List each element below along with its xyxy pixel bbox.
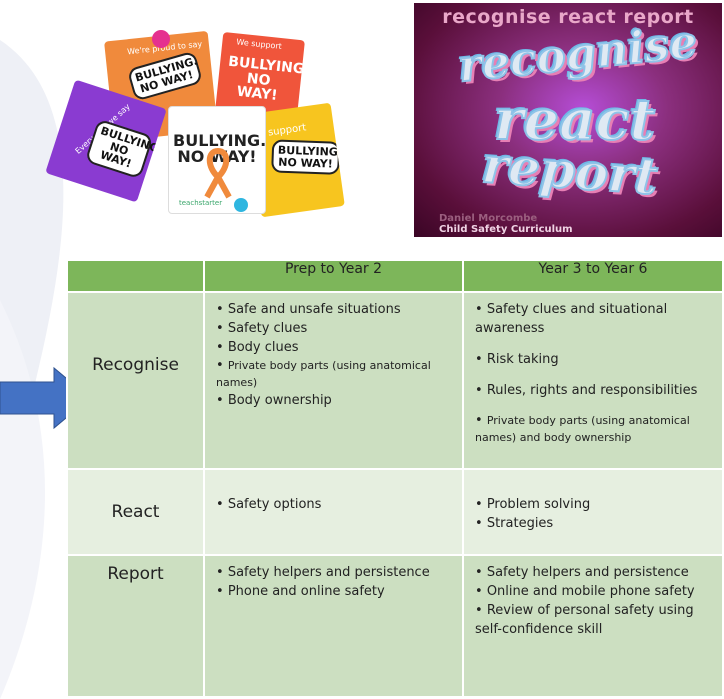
list-item: Risk taking — [475, 350, 715, 369]
rrr-author-block: Daniel Morcombe Child Safety Curriculum — [439, 213, 573, 235]
list-item: Private body parts (using anatomical nam… — [216, 357, 455, 391]
header-cell-empty — [66, 259, 205, 293]
row-label-text: Report — [107, 564, 164, 584]
header-cell-year3: Year 3 to Year 6 — [462, 259, 724, 293]
list-item: Safe and unsafe situations — [216, 300, 455, 319]
list-item: Safety options — [216, 495, 455, 514]
card-slogan: BULLYING. NO WAY! — [227, 53, 305, 105]
rrr-word-react: react — [493, 86, 656, 154]
list-item: Safety clues — [216, 319, 455, 338]
main-slogan: BULLYING. NO WAY! — [173, 131, 266, 166]
speech-bubble: BULLYING. NO WAY! — [126, 50, 204, 102]
speech-bubble: BULLYING. NO WAY! — [84, 118, 164, 179]
brand-logo: teachstarter — [179, 199, 223, 207]
table-cell-year3: Safety helpers and persistence Online an… — [462, 554, 724, 698]
ribbon-icon — [204, 147, 232, 199]
list-item: Problem solving — [475, 495, 715, 514]
row-label-text: React — [111, 502, 160, 522]
table-row-report: Report Safety helpers and persistence Ph… — [66, 554, 724, 698]
table-cell-prep: Safety helpers and persistence Phone and… — [203, 554, 464, 698]
row-label: Report — [66, 554, 205, 698]
list-item: Safety helpers and persistence — [216, 563, 455, 582]
list-item: Private body parts (using anatomical nam… — [475, 412, 715, 446]
header-cell-prep: Prep to Year 2 — [203, 259, 464, 293]
card-text: We support — [235, 37, 283, 52]
white-card: BULLYING. NO WAY! teachstarter — [168, 106, 266, 214]
list-item: Safety clues and situational awareness — [475, 300, 715, 338]
list-item: Body ownership — [216, 391, 455, 410]
bullying-no-way-image: We're proud to say BULLYING. NO WAY! We … — [45, 30, 345, 218]
table-header-row: Prep to Year 2 Year 3 to Year 6 — [66, 259, 724, 293]
rrr-header: recognise react report — [442, 6, 694, 28]
table-cell-prep: Safety options — [203, 468, 464, 556]
list-item: Online and mobile phone safety — [475, 582, 715, 601]
rrr-word-report: report — [479, 134, 661, 207]
recognise-react-report-image: recognise react report recognise react r… — [414, 3, 722, 237]
table-row-recognise: Recognise Safe and unsafe situations Saf… — [66, 291, 724, 470]
safety-curriculum-table: Prep to Year 2 Year 3 to Year 6 Recognis… — [66, 259, 724, 698]
list-item: Review of personal safety using self-con… — [475, 601, 715, 639]
paint-splash — [152, 30, 170, 48]
list-item: Strategies — [475, 514, 715, 533]
row-label: React — [66, 468, 205, 556]
card-text: I support — [261, 122, 307, 140]
table-cell-year3: Problem solving Strategies — [462, 468, 724, 556]
table-row-react: React Safety options Problem solving Str… — [66, 468, 724, 556]
list-item: Rules, rights and responsibilities — [475, 381, 715, 400]
row-label: Recognise — [66, 291, 205, 470]
table-cell-year3: Safety clues and situational awareness R… — [462, 291, 724, 470]
paint-splash — [234, 198, 248, 212]
rrr-author: Daniel Morcombe — [439, 213, 538, 224]
table-cell-prep: Safe and unsafe situations Safety clues … — [203, 291, 464, 470]
list-item: Safety helpers and persistence — [475, 563, 715, 582]
rrr-subtitle: Child Safety Curriculum — [439, 224, 573, 235]
speech-bubble: BULLYING. NO WAY! — [271, 139, 342, 175]
row-label-text: Recognise — [92, 355, 179, 375]
list-item: Body clues — [216, 338, 455, 357]
list-item: Phone and online safety — [216, 582, 455, 601]
